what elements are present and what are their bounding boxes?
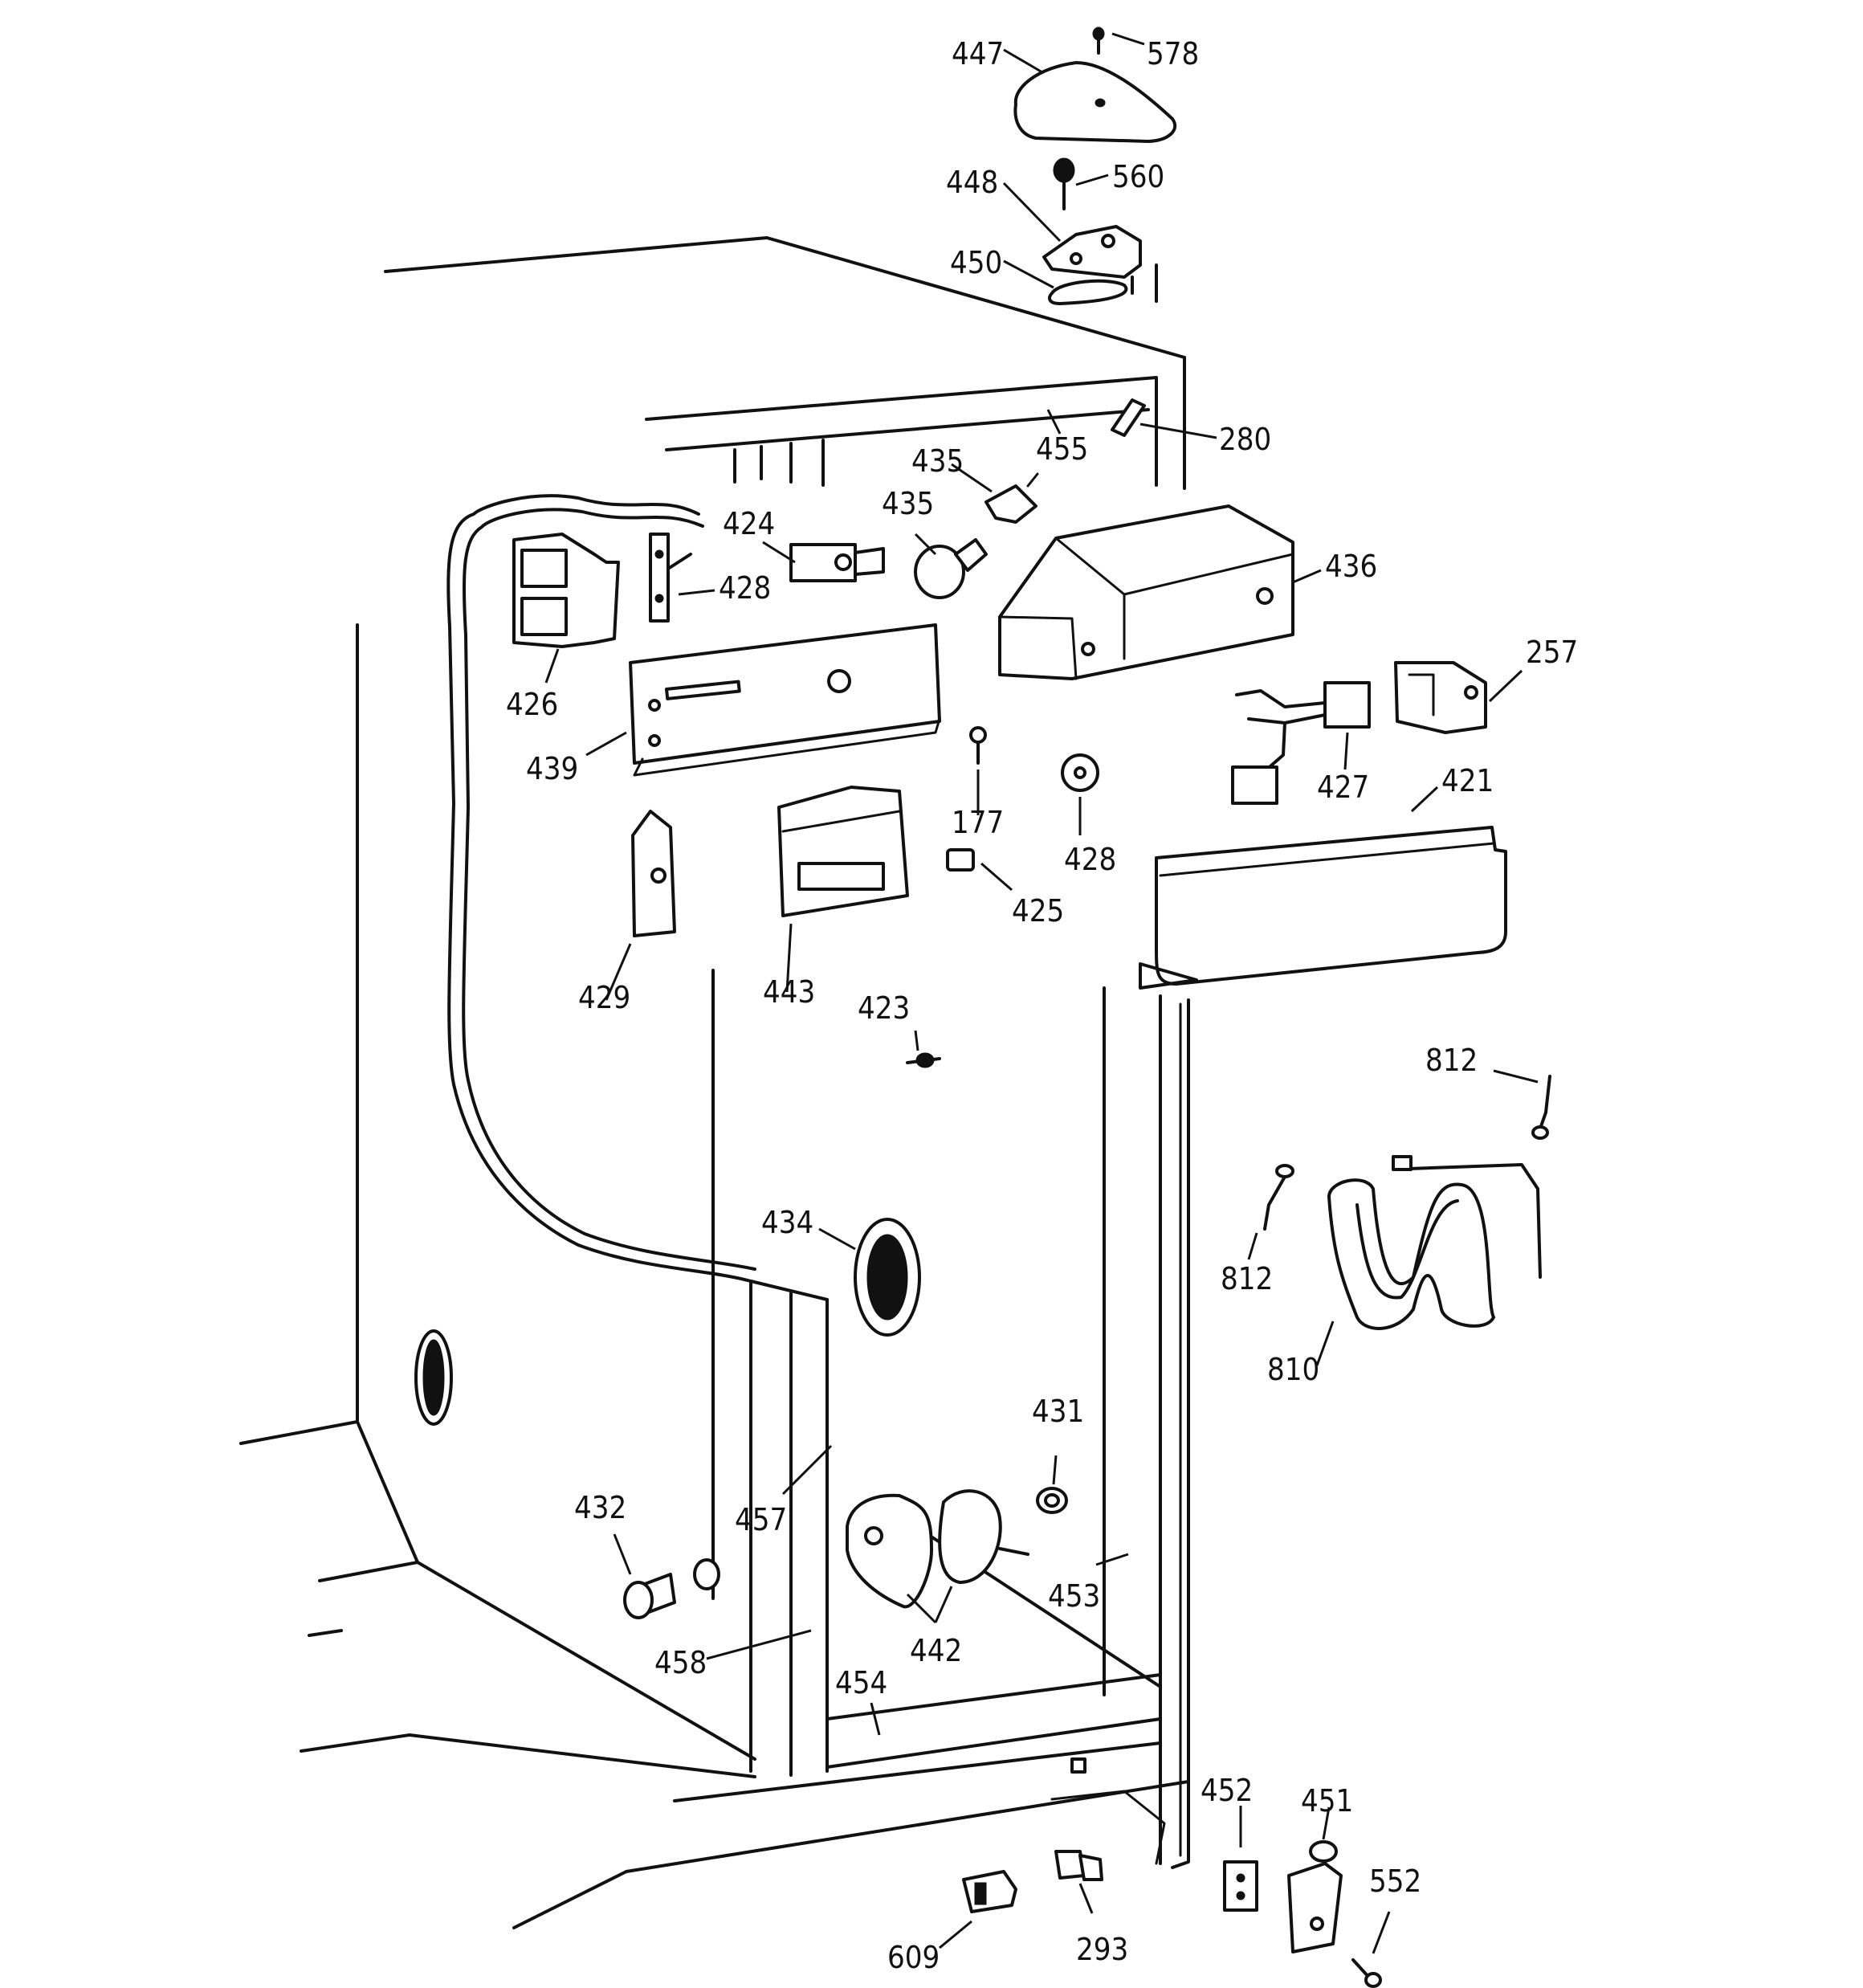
light-cover-436 (998, 504, 1294, 680)
label-812a: 812 (1425, 1043, 1478, 1078)
wire-harness-427 (1231, 681, 1371, 805)
plate-452 (1223, 1860, 1258, 1912)
cam-442 (846, 1489, 1029, 1609)
dispenser-housing-426 (512, 533, 620, 648)
part-labels: 447 578 448 560 450 455 280 435 435 424 … (506, 36, 1578, 1975)
label-177: 177 (952, 805, 1004, 840)
part-609 (962, 1870, 1017, 1913)
label-448: 448 (946, 165, 998, 200)
label-429: 429 (578, 980, 630, 1015)
label-428b: 428 (1064, 842, 1116, 877)
label-257: 257 (1526, 635, 1578, 670)
gear-428 (1061, 753, 1099, 792)
label-450: 450 (950, 245, 1002, 280)
grille-434 (854, 1218, 921, 1337)
label-431: 431 (1032, 1394, 1084, 1429)
label-447: 447 (952, 36, 1004, 71)
label-424: 424 (723, 506, 775, 541)
shim-450 (1048, 279, 1128, 305)
label-457: 457 (735, 1502, 787, 1537)
label-451: 451 (1301, 1783, 1353, 1819)
screw-177 (969, 726, 987, 765)
label-453: 453 (1048, 1578, 1100, 1614)
top-hinge-448 (1042, 225, 1158, 303)
label-426: 426 (506, 687, 558, 722)
label-425: 425 (1012, 893, 1064, 929)
label-423: 423 (858, 990, 910, 1026)
part-423 (906, 1052, 941, 1068)
label-455: 455 (1036, 431, 1088, 467)
tube-812-lower (1263, 1164, 1294, 1231)
light-socket-435 (984, 472, 1039, 524)
label-427: 427 (1317, 769, 1369, 805)
label-434: 434 (761, 1205, 813, 1240)
screw-560 (1053, 157, 1075, 210)
part-293 (1054, 1850, 1103, 1881)
label-452: 452 (1201, 1773, 1253, 1808)
label-812b: 812 (1221, 1261, 1273, 1296)
label-421: 421 (1441, 763, 1494, 798)
switch-424 (789, 543, 885, 582)
screw-552 (1351, 1958, 1382, 1988)
part-431 (1036, 1487, 1068, 1514)
tube-812-upper (1531, 1075, 1551, 1140)
label-439: 439 (526, 751, 578, 786)
bracket-429 (631, 810, 676, 937)
label-458: 458 (654, 1645, 707, 1680)
label-442: 442 (910, 1633, 962, 1668)
part-280 (1111, 398, 1146, 437)
label-609: 609 (887, 1940, 940, 1975)
bottom-hinge-451 (1287, 1840, 1343, 1953)
label-435b: 435 (882, 486, 934, 521)
leader-lines (544, 32, 1539, 1954)
label-810: 810 (1267, 1352, 1319, 1387)
label-454: 454 (835, 1665, 887, 1700)
timer-257 (1394, 661, 1487, 734)
label-578: 578 (1147, 36, 1199, 71)
channel-439 (629, 623, 941, 777)
heater-810 (1327, 1155, 1542, 1330)
label-432: 432 (574, 1490, 626, 1525)
label-280: 280 (1219, 422, 1271, 457)
hinge-cover-447 (1013, 61, 1177, 143)
label-552: 552 (1369, 1863, 1421, 1899)
plate-443 (777, 786, 909, 917)
cabinet-body (239, 236, 1190, 1929)
bracket-428 (649, 533, 692, 623)
screw-578 (1092, 27, 1105, 55)
label-293: 293 (1076, 1932, 1128, 1967)
label-436: 436 (1325, 549, 1377, 584)
label-428a: 428 (719, 570, 771, 606)
trim-421 (1139, 826, 1507, 990)
bushing-432 (623, 1558, 720, 1619)
label-560: 560 (1112, 159, 1164, 194)
part-425 (946, 848, 975, 872)
light-bulb-435 (914, 538, 988, 599)
label-435a: 435 (911, 443, 964, 479)
label-443: 443 (763, 974, 815, 1010)
